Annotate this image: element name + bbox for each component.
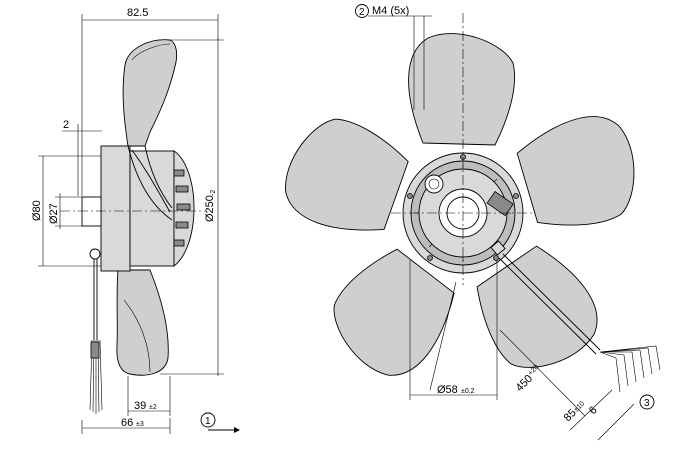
dim-82-label: 82.5 [127, 7, 148, 19]
front-capacitor [424, 174, 444, 194]
side-flange [100, 145, 131, 272]
dim-66-tol: ±3 [136, 421, 144, 428]
dim-450-label-group: 450 +20 [514, 364, 541, 394]
side-slot-2 [175, 185, 189, 193]
side-blade-root-3 [127, 145, 173, 221]
side-shaft [81, 196, 102, 227]
dim-39-label: 39 [134, 400, 146, 412]
dim-250-tol: -2 [210, 190, 217, 196]
front-mount-hole-5 [407, 193, 413, 199]
front-blade-1 [408, 33, 516, 146]
front-cable [502, 253, 601, 351]
dim-250-label: Ø250 [204, 195, 216, 222]
front-capacitor-inner [428, 178, 440, 190]
dim-27-label: Ø27 [48, 203, 60, 224]
front-blades [285, 13, 635, 376]
marker-3-label: 3 [644, 398, 650, 409]
side-blade-root-1 [131, 149, 171, 213]
marker-2-circle [355, 4, 369, 18]
front-mount-hole-3 [493, 255, 499, 261]
dim-58-leader [429, 281, 457, 391]
dim-6-line [597, 403, 635, 441]
front-blade-4 [333, 248, 455, 376]
front-mount-hole-2 [513, 193, 519, 199]
dim-80-label: Ø80 [31, 200, 43, 221]
front-blade-5 [285, 118, 409, 231]
dim-2-label: 2 [63, 119, 69, 131]
dim-58-label: Ø58 [437, 384, 458, 396]
front-label-plate [486, 190, 514, 217]
front-cable-gland [490, 240, 506, 256]
marker-1-circle [200, 412, 216, 428]
dim-58-tol: ±0.2 [461, 388, 475, 395]
side-lower-blade [116, 269, 169, 376]
marker-1-label: 1 [205, 416, 211, 427]
side-slot-4 [175, 221, 189, 229]
dim-85-line [569, 389, 613, 431]
front-cable-2 [498, 257, 597, 355]
side-slot-1 [173, 169, 185, 177]
side-rotor [129, 150, 175, 267]
side-slot-5 [173, 239, 185, 247]
side-grommet [89, 248, 101, 260]
marker-3-circle [639, 394, 655, 410]
marker-1-arrowhead [234, 427, 240, 433]
dim-250-label-group: Ø250 -2 [204, 190, 217, 222]
dim-66-label: 66 [121, 417, 133, 429]
front-mount-hole-4 [427, 255, 433, 261]
dim-85-label-group: 85 ±10 [562, 400, 587, 424]
side-upper-blade [122, 39, 178, 147]
front-blade-2 [516, 116, 635, 226]
side-view: 82.5 2 Ø80 Ø27 Ø250 -2 39 ±2 66 [31, 7, 240, 434]
dim-6-label: 6 [587, 404, 600, 417]
dim-39-tol: ±2 [149, 404, 157, 411]
side-wire-sleeve [90, 341, 100, 359]
front-wires [599, 345, 661, 393]
mount-label: M4 (5x) [372, 5, 409, 17]
side-wires [89, 339, 103, 414]
side-blade-root-2 [144, 145, 173, 209]
dim-450-line [499, 329, 586, 417]
side-upper-blade-edge [131, 43, 171, 61]
side-lower-blade-edge [123, 299, 151, 373]
front-view: 2 M4 (5x) Ø58 ±0.2 450 +20 85 ±10 6 3 [285, 4, 661, 441]
dim-85-tol: ±10 [573, 400, 586, 413]
side-slot-3 [176, 203, 191, 211]
marker-2-label: 2 [359, 7, 365, 18]
